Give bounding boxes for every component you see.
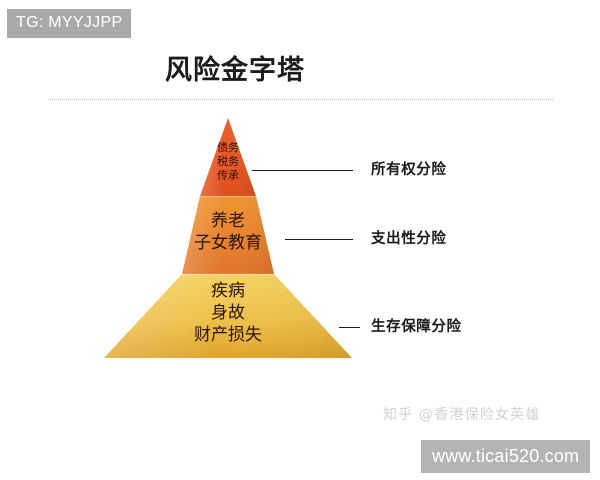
pyramid-tier-survival-text: 疾病 身故 财产损失 <box>148 281 308 346</box>
tier-line: 财产损失 <box>194 324 262 345</box>
tier-line: 养老 <box>211 211 245 231</box>
tier-line: 疾病 <box>211 281 245 301</box>
website-url-badge: www.ticai520.com <box>421 440 591 473</box>
tier-line: 身故 <box>211 302 245 323</box>
pyramid-tier-ownership-text: 债务 税务 传承 <box>168 141 288 183</box>
tier-line: 子女教育 <box>194 232 262 253</box>
category-label-survival: 生存保障分险 <box>371 319 462 335</box>
leader-line-survival <box>339 327 360 328</box>
pyramid-tier-expenditure-text: 养老 子女教育 <box>158 211 298 255</box>
tier-line: 债务 <box>217 141 239 154</box>
title-dotted-divider <box>48 99 553 101</box>
leader-line-ownership <box>252 170 353 171</box>
zhihu-watermark: 知乎 @香港保险女英雄 <box>383 407 541 423</box>
page-title: 风险金字塔 <box>165 55 305 86</box>
tier-line: 税务 <box>217 155 239 169</box>
category-label-ownership: 所有权分险 <box>371 162 447 178</box>
category-label-expenditure: 支出性分险 <box>371 231 447 247</box>
leader-line-expenditure <box>285 239 353 240</box>
tier-line: 传承 <box>217 169 239 183</box>
telegram-tag-badge: TG: MYYJJPP <box>7 9 132 38</box>
